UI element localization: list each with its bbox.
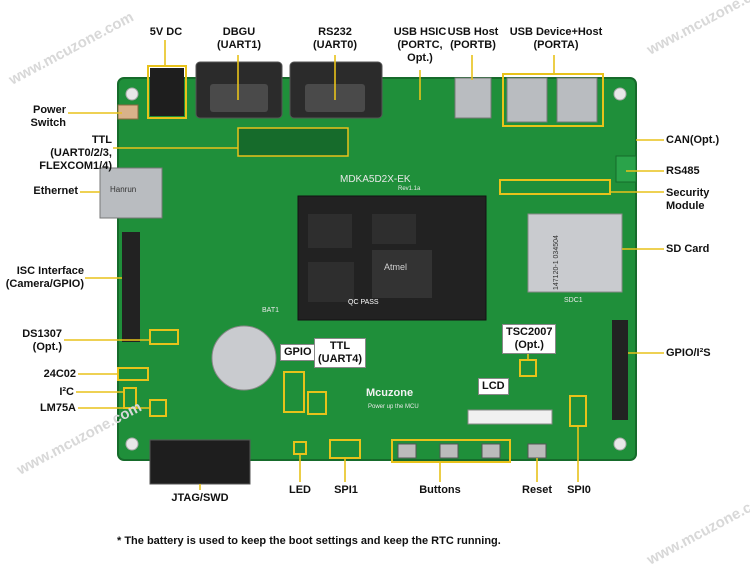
label-24c02: 24C02	[43, 368, 76, 380]
chip-brand: Atmel	[384, 262, 407, 272]
ram-chip-2	[372, 214, 416, 244]
callout-box-security	[499, 179, 611, 195]
lcd-connector	[467, 409, 553, 425]
sd-code: 147120-1 034504	[553, 235, 560, 290]
label-usb-hsic: USB HSIC (PORTC, Opt.)	[393, 26, 447, 64]
label-lm75a: LM75A	[39, 402, 76, 414]
dc-jack	[150, 68, 184, 116]
label-gpio-i2s: GPIO/I²S	[666, 347, 711, 359]
label-power-switch: Power Switch	[30, 104, 66, 129]
eth-brand: Hanrun	[110, 185, 136, 194]
callout-box-dc	[147, 65, 187, 119]
power-switch	[117, 104, 139, 120]
qc-sticker: QC PASS	[348, 299, 379, 306]
callout-box-ds1307	[149, 329, 179, 345]
label-usb-host: USB Host (PORTB)	[447, 26, 499, 51]
usb-device-port-b	[556, 77, 598, 123]
mounting-hole-br	[613, 437, 627, 451]
label-jtag: JTAG/SWD	[171, 492, 229, 504]
silk-logo: Mcuzone	[366, 387, 413, 399]
label-tsc2007: TSC2007 (Opt.)	[502, 324, 557, 354]
button-1	[397, 443, 417, 459]
label-reset: Reset	[522, 484, 552, 496]
label-ds1307: DS1307 (Opt.)	[22, 328, 62, 353]
footnote: * The battery is used to keep the boot s…	[117, 535, 501, 547]
ttl-headers	[237, 127, 349, 157]
callout-box-buttons	[391, 439, 511, 463]
label-dbgu: DBGU (UART1)	[217, 26, 261, 51]
reset-button	[527, 443, 547, 459]
label-led: LED	[289, 484, 311, 496]
cpu-chip	[372, 250, 432, 298]
label-spi0: SPI0	[567, 484, 591, 496]
label-sd-card: SD Card	[666, 243, 710, 255]
usb-device-port-a	[506, 77, 548, 123]
label-security: Security Module	[666, 187, 710, 212]
mounting-hole-bl	[125, 437, 139, 451]
button-2	[439, 443, 459, 459]
ethernet-jack	[99, 167, 163, 219]
usb-host-port	[454, 77, 492, 119]
callout-box-gpio	[283, 371, 305, 413]
jtag-connector	[149, 439, 251, 485]
sd-card-slot	[527, 213, 623, 293]
silk-rev: Rev1.1a	[398, 186, 421, 192]
can-terminal	[615, 155, 637, 183]
callout-box-usb-dev	[502, 73, 604, 127]
mounting-hole-tr	[613, 87, 627, 101]
label-can: CAN(Opt.)	[666, 134, 720, 146]
mounting-hole-tl	[125, 87, 139, 101]
button-3	[481, 443, 501, 459]
label-gpio: GPIO	[280, 344, 316, 361]
label-isc: ISC Interface (Camera/GPIO)	[5, 265, 84, 290]
label-usb-device: USB Device+Host (PORTA)	[509, 26, 603, 51]
label-rs485: RS485	[666, 165, 700, 177]
callout-box-uart4	[307, 391, 327, 415]
label-ttl-uart4: TTL (UART4)	[314, 338, 366, 368]
silk-title: MDKA5D2X-EK	[340, 174, 411, 185]
silk-sd: SDC1	[564, 297, 583, 304]
silk-slogan: Power up the MCU	[368, 404, 419, 410]
label-rs232: RS232 (UART0)	[313, 26, 357, 51]
dbgu-db9-face	[210, 84, 268, 112]
flash-chip	[308, 262, 354, 302]
coin-battery	[211, 325, 277, 391]
label-i2c: I²C	[59, 386, 74, 398]
isc-header	[122, 232, 140, 342]
label-spi1: SPI1	[334, 484, 358, 496]
label-5v-dc: 5V DC	[149, 26, 183, 38]
label-lcd: LCD	[478, 378, 509, 395]
label-ttl: TTL (UART0/2/3, FLEXCOM1/4)	[39, 134, 112, 172]
label-buttons: Buttons	[419, 484, 461, 496]
label-ethernet: Ethernet	[33, 185, 78, 197]
gpio-i2s-header	[612, 320, 628, 420]
ram-chip-1	[308, 214, 352, 248]
silk-bat: BAT1	[262, 307, 279, 314]
